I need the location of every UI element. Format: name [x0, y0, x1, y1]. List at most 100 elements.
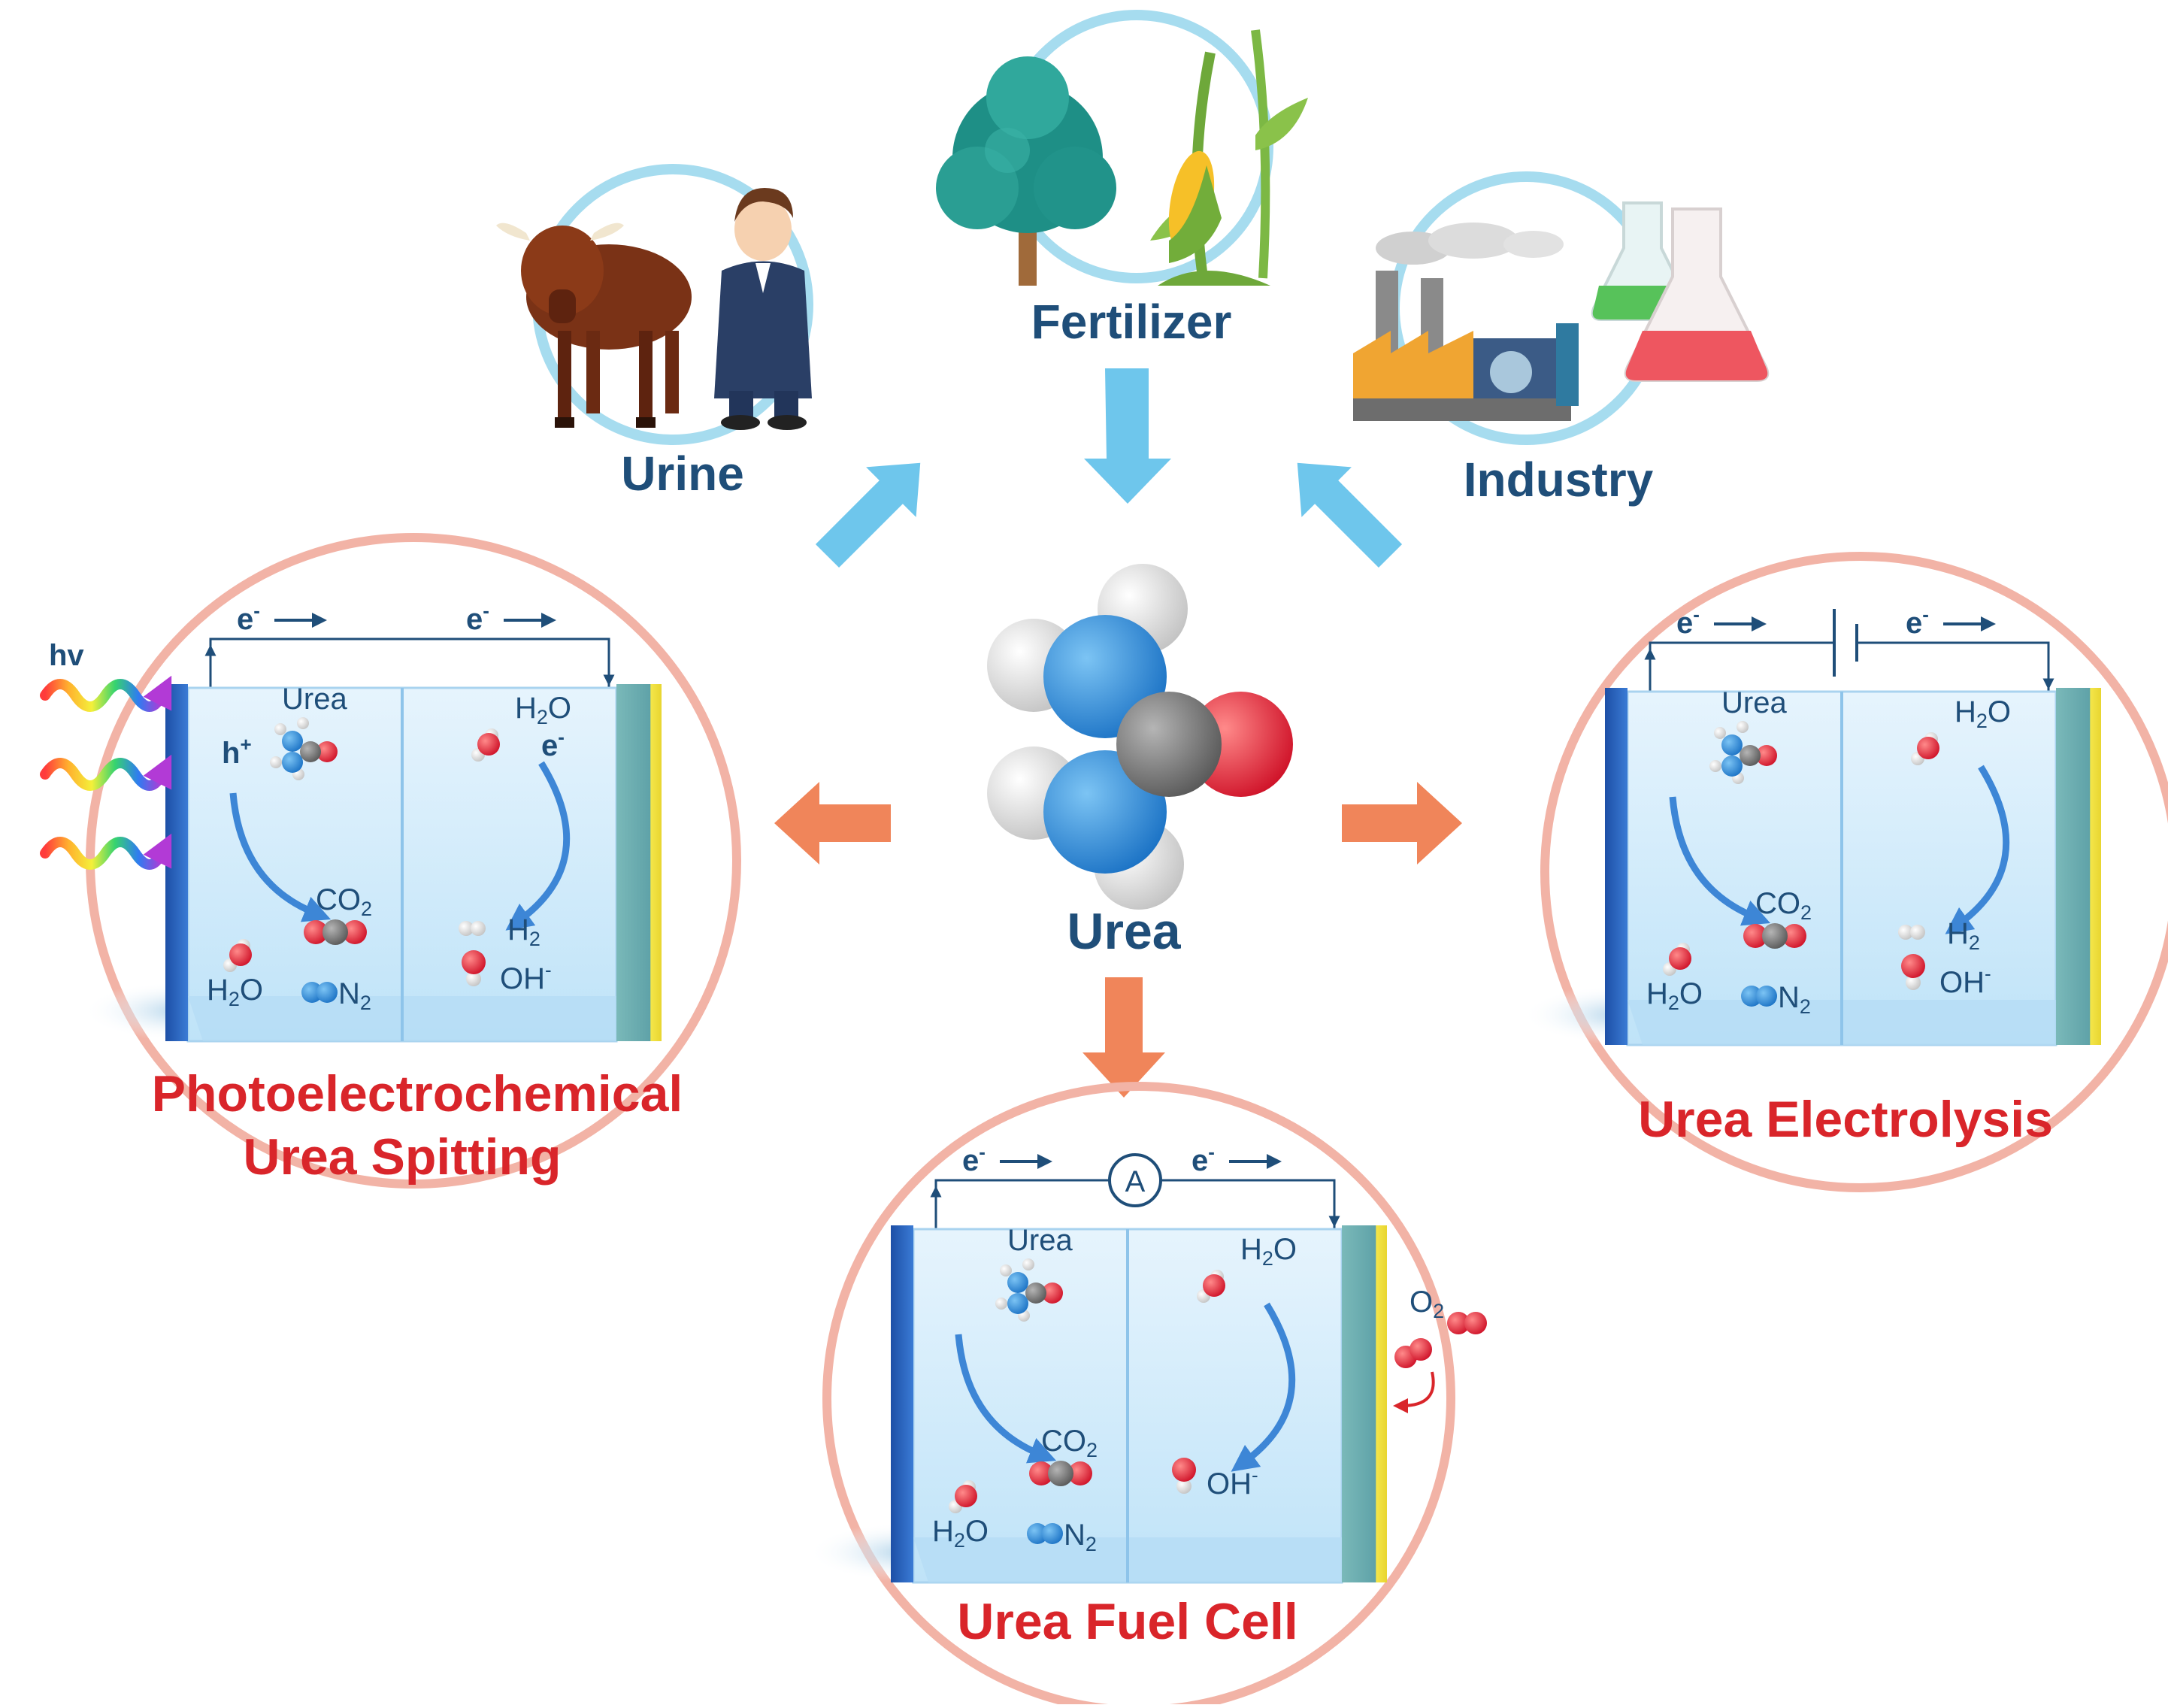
n-atom	[282, 731, 303, 752]
n-atom	[282, 752, 303, 773]
light-wave-2	[40, 754, 172, 791]
o-atom	[1410, 1338, 1432, 1361]
oh-label: OH-	[500, 958, 552, 995]
oh-ion	[1172, 1458, 1196, 1494]
water-molecule	[1663, 943, 1691, 976]
urea-molecule	[987, 564, 1293, 910]
n2-label: N2	[1778, 981, 1811, 1018]
n2-label: N2	[338, 977, 371, 1014]
tank-bottom	[913, 1537, 1357, 1582]
h2-molecule	[1898, 925, 1925, 940]
h-atom	[274, 723, 286, 735]
o-atom	[1743, 924, 1767, 948]
urea-center-label: Urea	[1067, 903, 1181, 960]
industry-arrow	[1297, 462, 1403, 568]
source-urine: Urine	[496, 164, 813, 501]
fertilizer-arrow	[1084, 368, 1171, 504]
o2-molecule	[1394, 1338, 1432, 1368]
c-atom	[1740, 745, 1761, 766]
c-atom	[300, 741, 321, 762]
h2o-label: H2O	[207, 974, 263, 1010]
n-atom	[1756, 986, 1777, 1007]
co2-label: CO2	[1755, 887, 1812, 924]
fuel-cell-title: Urea Fuel Cell	[957, 1593, 1298, 1650]
water-molecule	[1197, 1270, 1225, 1303]
co2-label: CO2	[1041, 1425, 1098, 1461]
cathode-electrode	[2056, 688, 2101, 1045]
o-atom	[477, 733, 500, 756]
co2-label: CO2	[316, 883, 372, 920]
o-atom	[1782, 924, 1806, 948]
flask-icons	[1591, 201, 1770, 382]
h-atom	[1022, 1258, 1034, 1270]
h-atom	[995, 1298, 1007, 1310]
urea-label: Urea	[282, 683, 347, 716]
cathode-reaction-arrow	[505, 761, 571, 931]
o-atom	[462, 950, 486, 974]
cell-circle	[822, 1082, 1455, 1708]
cathode-reaction-arrow	[1945, 765, 2010, 934]
arrow-to-electrolysis	[1342, 782, 1462, 865]
h2-label: H2	[1947, 917, 1980, 954]
pec-title-line2: Urea Spitting	[243, 1128, 561, 1186]
o-atom	[1068, 1461, 1092, 1485]
cow-icon	[496, 223, 692, 428]
h-atom	[1898, 925, 1913, 940]
oh-ion	[462, 950, 486, 986]
co2-molecule	[1029, 1461, 1092, 1486]
n-atom	[316, 982, 338, 1003]
o-atom	[1669, 947, 1691, 970]
anode-reaction-arrow	[229, 792, 332, 922]
o-atom	[1203, 1274, 1225, 1297]
process-arrows	[774, 782, 1462, 1098]
ammeter-icon	[1108, 1153, 1162, 1207]
hv-label: hv	[49, 639, 84, 672]
co2-molecule	[304, 919, 367, 945]
o-atom	[304, 920, 328, 944]
battery-gap	[1834, 628, 1857, 658]
tree-icon	[936, 56, 1116, 286]
oh-label: OH-	[1939, 962, 1991, 999]
o-atom	[1756, 745, 1777, 766]
o-atom	[1447, 1312, 1470, 1334]
factory-icon	[1353, 223, 1579, 421]
o-atom	[1172, 1458, 1196, 1482]
electron-label: e-	[466, 599, 489, 636]
electron-label: e-	[237, 599, 260, 636]
man-icon	[714, 188, 812, 430]
anode-electrode	[1605, 688, 1628, 1045]
h-atom	[466, 971, 481, 986]
oh-label: OH-	[1207, 1464, 1258, 1501]
water-molecule	[949, 1480, 977, 1513]
hole-label: h+	[222, 733, 252, 770]
h2o-label: H2O	[1646, 977, 1703, 1014]
urine-label: Urine	[621, 447, 744, 501]
n-atom	[1721, 734, 1743, 756]
anode-electrode	[165, 684, 188, 1041]
water-molecule	[1911, 732, 1939, 765]
anode-reaction-arrow	[1669, 796, 1771, 926]
h-atom	[1714, 727, 1726, 739]
n-atom	[1007, 1272, 1028, 1293]
h2o-label: H2O	[932, 1515, 989, 1552]
light-wave-3	[40, 833, 172, 870]
o-atom	[229, 943, 252, 966]
n2-molecule	[301, 982, 338, 1003]
o-atom	[316, 741, 338, 762]
h-atom	[459, 921, 474, 936]
n2-molecule	[1027, 1523, 1063, 1544]
cathode-electrode	[616, 684, 662, 1041]
electron-label: e-	[1191, 1140, 1215, 1177]
urea-label: Urea	[1007, 1224, 1073, 1257]
o2-label: O2	[1410, 1286, 1444, 1322]
n-atom	[1741, 986, 1762, 1007]
h-atom	[270, 756, 282, 768]
h-atom	[297, 717, 309, 729]
c-atom	[1025, 1283, 1046, 1304]
cathode-h2o-label: H2O	[1240, 1233, 1297, 1270]
